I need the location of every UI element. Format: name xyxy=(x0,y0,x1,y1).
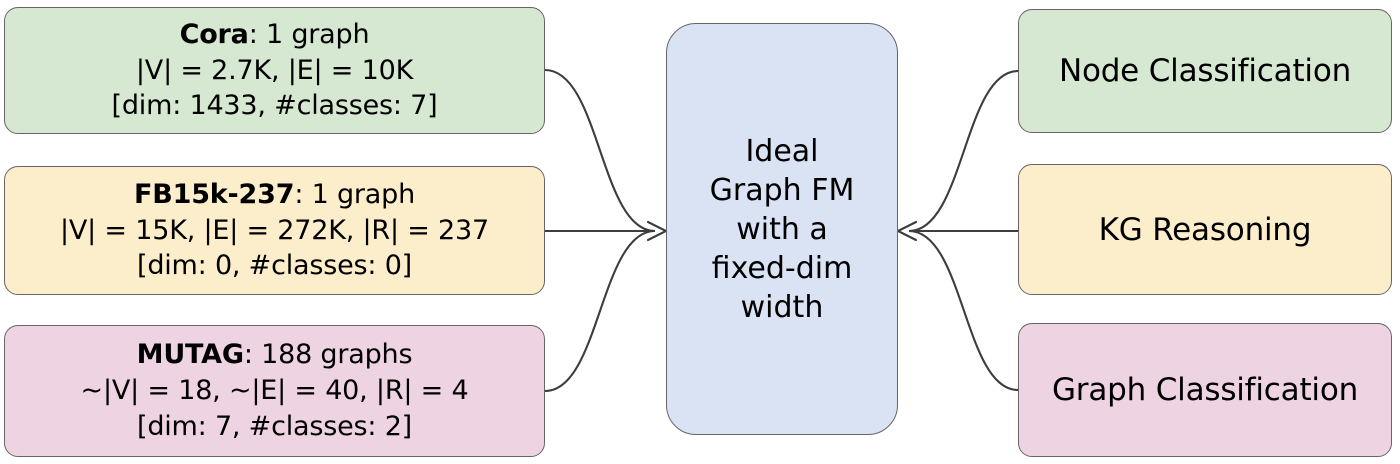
dataset-fb15k-title-line: FB15k-237: 1 graph xyxy=(11,177,538,213)
dataset-node-mutag[interactable]: MUTAG: 188 graphs ~|V| = 18, ~|E| = 40, … xyxy=(4,325,545,457)
edge-mutag-to-center xyxy=(544,229,656,393)
edge-center-to-nodecls xyxy=(908,69,1019,233)
edge-cora-to-center xyxy=(544,68,656,233)
center-node-line-1: Ideal xyxy=(745,133,819,169)
dataset-fb15k-text: FB15k-237: 1 graph |V| = 15K, |E| = 272K… xyxy=(5,177,544,285)
center-node-ideal-graph-fm[interactable]: Ideal Graph FM with a fixed-dim width xyxy=(666,23,898,435)
center-node-line-2: Graph FM xyxy=(709,172,855,208)
task-kg-reasoning-label: KG Reasoning xyxy=(1098,211,1312,248)
dataset-fb15k-stats: |V| = 15K, |E| = 272K, |R| = 237 xyxy=(59,214,489,246)
task-node-kg-reasoning[interactable]: KG Reasoning xyxy=(1018,164,1392,295)
task-node-classification-label: Node Classification xyxy=(1058,53,1352,89)
dataset-mutag-text: MUTAG: 188 graphs ~|V| = 18, ~|E| = 40, … xyxy=(5,337,544,445)
dataset-cora-meta: [dim: 1433, #classes: 7] xyxy=(111,90,438,122)
arrowhead-into-center-left xyxy=(646,220,669,242)
dataset-fb15k-meta: [dim: 0, #classes: 0] xyxy=(136,250,412,282)
dataset-cora-stats: |V| = 2.7K, |E| = 10K xyxy=(135,54,414,86)
center-node-line-4: fixed-dim xyxy=(711,250,853,286)
dataset-mutag-summary: : 188 graphs xyxy=(243,339,413,371)
center-node-text: Ideal Graph FM with a fixed-dim width xyxy=(667,132,897,327)
dataset-cora-text: Cora: 1 graph |V| = 2.7K, |E| = 10K [dim… xyxy=(5,17,544,125)
center-node-line-3: with a xyxy=(736,211,828,247)
task-graph-classification-label: Graph Classification xyxy=(1051,372,1359,408)
dataset-mutag-meta: [dim: 7, #classes: 2] xyxy=(136,410,412,442)
edge-center-to-graphcls xyxy=(908,229,1019,392)
task-node-node-classification[interactable]: Node Classification xyxy=(1018,9,1392,133)
dataset-fb15k-name: FB15k-237 xyxy=(133,178,295,210)
dataset-cora-summary: : 1 graph xyxy=(248,18,370,50)
dataset-node-fb15k-237[interactable]: FB15k-237: 1 graph |V| = 15K, |E| = 272K… xyxy=(4,166,545,295)
dataset-mutag-title-line: MUTAG: 188 graphs xyxy=(11,337,538,373)
task-node-graph-classification[interactable]: Graph Classification xyxy=(1018,323,1392,457)
dataset-node-cora[interactable]: Cora: 1 graph |V| = 2.7K, |E| = 10K [dim… xyxy=(4,7,545,134)
dataset-cora-title-line: Cora: 1 graph xyxy=(11,17,538,53)
center-node-line-5: width xyxy=(740,289,824,325)
arrowhead-into-center-right xyxy=(895,220,918,242)
dataset-mutag-name: MUTAG xyxy=(136,339,244,371)
dataset-mutag-stats: ~|V| = 18, ~|E| = 40, |R| = 4 xyxy=(80,375,469,407)
dataset-cora-name: Cora xyxy=(179,18,249,50)
dataset-fb15k-summary: : 1 graph xyxy=(294,178,415,210)
